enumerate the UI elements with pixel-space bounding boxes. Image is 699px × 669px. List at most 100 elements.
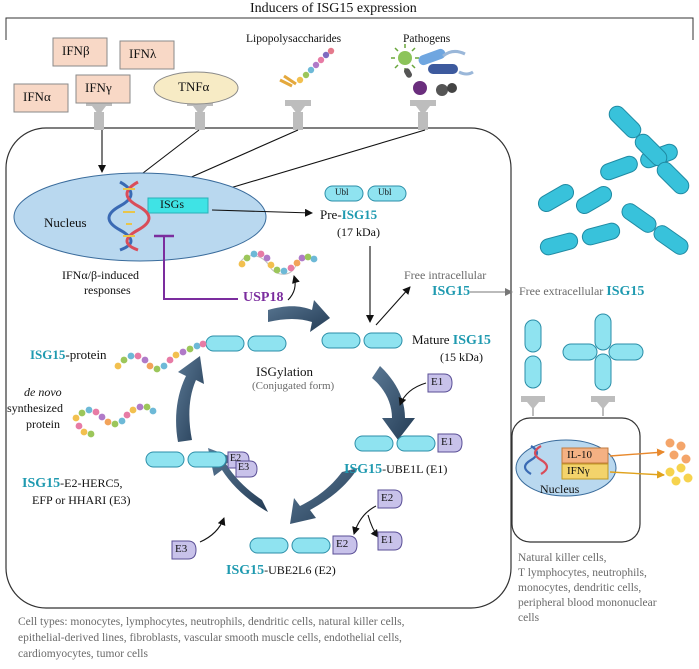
dna-icon [107,180,151,252]
immune-bound-isg15 [524,313,644,391]
tnfa-ellipse [153,71,239,105]
ifn-responses-line1: IFNα/β-induced [62,268,140,282]
il10-box [561,447,609,464]
denovo-line1: de novo [24,385,62,399]
pathogens-label: Pathogens [403,33,451,45]
herc-suffix: -E2-HERC5, [60,476,123,490]
ifng-immune-label: IFNγ [567,465,590,477]
mature-to-free-arrow [375,286,411,326]
isg15-protein-label: ISG15-protein [30,347,107,363]
herc-rod [145,451,185,468]
pre-ubl-rod [324,185,364,202]
ube2l6-suffix: -UBE2L6 (E2) [264,563,336,577]
e1-badge [427,373,453,393]
immune-receptor-icon [521,396,615,416]
e3-badge [171,540,197,560]
lps-label: Lipopolysaccharides [246,33,342,45]
e2-label: E2 [381,492,394,504]
free-intracellular-name: ISG15 [432,284,471,299]
ifng-arrow [609,470,665,479]
e3-badge [235,460,258,478]
mature-isg15-kda: (15 kDa) [440,350,483,364]
free-extracellular-name: ISG15 [606,284,645,299]
immune-cells-line1: Natural killer cells, [518,552,607,564]
e1-label: E1 [431,376,444,388]
e2-label: E2 [230,453,242,464]
mature-isg15-name: ISG15 [452,333,491,348]
e3-label: E3 [175,543,188,555]
e1-binding-arrow [398,382,427,406]
ube1l-label: ISG15-UBE1L (E1) [344,462,447,478]
usp18-inhibition-line [163,236,238,300]
e2-badge [377,489,403,509]
receptor-stems [94,112,428,130]
immune-nucleus-label: Nucleus [540,482,580,496]
denovo-line3: protein [26,417,60,431]
ifnl-label: IFNλ [129,46,157,61]
isgylation-title: ISGylation [256,364,314,379]
isg15-protein-suffix: -protein [65,347,107,362]
cytokine-dots [665,438,693,486]
ifna-box [13,83,69,113]
mature-isg15-prefix: Mature [412,332,453,347]
ube1l-rod [354,435,394,452]
usp18-release-arrow [287,275,300,301]
mature-isg15-rod [363,332,403,349]
e1-label: E1 [381,534,394,546]
tnfa-label: TNFα [178,79,210,94]
page-title: Inducers of ISG15 expression [250,1,417,16]
pre-isg15-kda: (17 kDa) [337,225,380,239]
pathogens-icon [391,44,474,96]
ifng-label: IFNγ [85,80,112,95]
immune-cells-line2: T lymphocytes, neutrophils, [518,567,647,579]
ifng-box-immune [561,463,609,480]
cell-types-line2: epithelial-derived lines, fibroblasts, v… [18,632,402,644]
mature-isg15-rod [321,332,361,349]
pre-ubl-rod [367,185,407,202]
receptor-icon [86,100,436,130]
herc-line2: EFP or HHARI (E3) [32,493,131,507]
ifn-responses-line2: responses [84,283,131,297]
extracellular-isg15 [537,105,690,256]
protein-conjugate-rod [205,335,245,352]
e2-badge [332,535,358,555]
denovo-line2: synthesized [7,401,63,415]
isgylation-subtitle: (Conjugated form) [252,380,335,392]
ube1l-rod [396,435,436,452]
isgs-label: ISGs [160,197,185,211]
mature-isg15-label: Mature ISG15 [412,332,491,349]
immune-cells-line4: peripheral blood mononuclear [518,597,657,609]
ifnb-label: IFNβ [62,43,90,58]
pre-isg15-name: ISG15 [341,207,378,222]
e3-label: E3 [238,462,250,473]
il10-label: IL-10 [567,449,593,461]
dna-icon [523,445,549,475]
il10-arrow [609,448,665,457]
free-intracellular-line1: Free intracellular [404,268,487,282]
free-extracellular-label: Free extracellular ISG15 [519,284,644,300]
ube1l-name: ISG15 [344,462,383,477]
free-peptide-chain [238,250,318,275]
herc-label: ISG15-E2-HERC5, [22,476,122,492]
usp18-label: USP18 [243,290,284,305]
cell-types-line3: cardiomyocytes, tumor cells [18,648,148,660]
pre-ubl-label: Ubl [378,187,392,197]
nucleus-label: Nucleus [44,215,87,230]
lps-icon [279,47,335,88]
herc-name: ISG15 [22,476,61,491]
ube1l-suffix: -UBE1L (E1) [382,462,448,476]
pre-isg15-prefix: Pre- [320,207,342,222]
immune-cells-line5: cells [518,612,540,624]
isgs-to-pre-arrow [211,208,313,217]
e1-exit-arrow [367,514,379,538]
e2-label: E2 [336,538,349,550]
e2-entry-arrow [352,505,377,535]
e1-badge [437,433,463,453]
cell-types-line1: Cell types: monocytes, lymphocytes, neut… [18,616,405,628]
ifnl-box [119,40,175,70]
pre-ubl-label: Ubl [335,187,349,197]
ifna-label: IFNα [23,89,51,104]
protein-conjugate-chain [114,340,207,373]
ube2l6-label: ISG15-UBE2L6 (E2) [226,563,336,579]
